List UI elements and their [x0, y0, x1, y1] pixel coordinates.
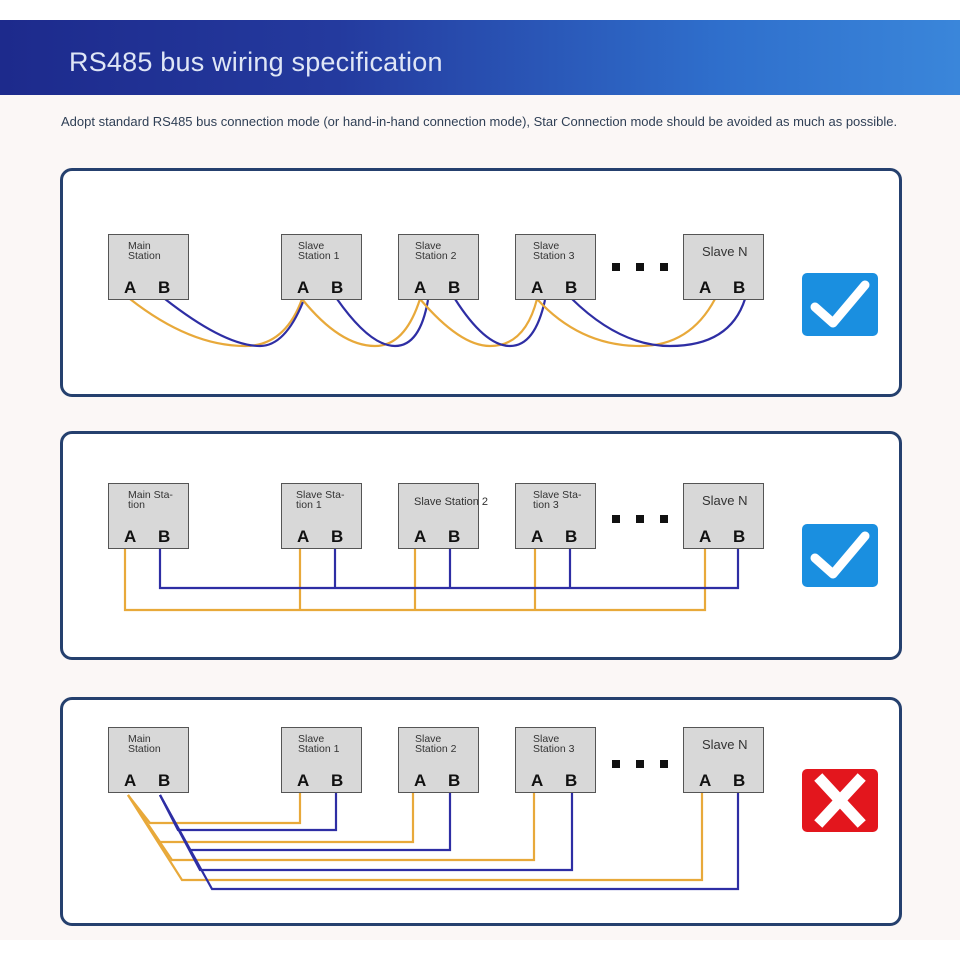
intro-text: Adopt standard RS485 bus connection mode… [61, 114, 898, 129]
header-banner: RS485 bus wiring specification [0, 20, 960, 95]
terminal-b: B [331, 771, 344, 790]
terminal-b: B [733, 278, 746, 297]
slave-station-1: Slave Station 1 A B [281, 234, 362, 300]
check-icon [802, 273, 878, 336]
terminal-a: A [124, 527, 137, 546]
terminal-a: A [414, 278, 427, 297]
ellipsis-dots [612, 263, 672, 271]
slave-station-n: Slave N A B [683, 234, 764, 300]
terminal-b: B [448, 278, 461, 297]
terminal-a: A [531, 527, 544, 546]
terminal-b: B [733, 771, 746, 790]
ellipsis-dots [612, 760, 672, 768]
terminal-a: A [124, 278, 137, 297]
station-label: Slave Station 2 [415, 240, 457, 262]
terminal-a: A [699, 771, 712, 790]
terminal-a: A [414, 527, 427, 546]
slave-station-1: Slave Station 1 A B [281, 727, 362, 793]
station-label: Slave Station 1 [298, 733, 340, 755]
check-icon [802, 524, 878, 587]
terminal-a: A [414, 771, 427, 790]
slave-station-2: Slave Station 2 A B [398, 727, 479, 793]
station-label: Slave Sta- tion 1 [296, 489, 345, 511]
terminal-b: B [448, 771, 461, 790]
slave-station-n: Slave N A B [683, 727, 764, 793]
terminal-b: B [565, 771, 578, 790]
terminal-b: B [565, 527, 578, 546]
station-label: Slave Station 1 [298, 240, 340, 262]
terminal-b: B [158, 771, 171, 790]
terminal-b: B [331, 278, 344, 297]
station-label: Slave Station 2 [414, 496, 488, 508]
station-label: Slave Station 3 [533, 733, 575, 755]
terminal-a: A [699, 527, 712, 546]
main-station: Main Station A B [108, 234, 189, 300]
station-label: Slave Station 3 [533, 240, 575, 262]
slave-station-1: Slave Sta- tion 1 A B [281, 483, 362, 549]
terminal-a: A [297, 527, 310, 546]
slave-station-2: Slave Station 2 A B [398, 234, 479, 300]
station-label: Main Station [128, 240, 161, 262]
terminal-a: A [124, 771, 137, 790]
terminal-a: A [531, 771, 544, 790]
slave-station-2: Slave Station 2 A B [398, 483, 488, 549]
station-label: Slave Station 2 [415, 733, 457, 755]
terminal-b: B [733, 527, 746, 546]
station-label: Main Station [128, 733, 161, 755]
station-label: Slave Sta- tion 3 [533, 489, 582, 511]
terminal-a: A [297, 278, 310, 297]
terminal-a: A [297, 771, 310, 790]
slave-station-3: Slave Station 3 A B [515, 727, 596, 793]
slave-station-3: Slave Sta- tion 3 A B [515, 483, 596, 549]
station-label: Slave N [702, 737, 748, 752]
station-label: Slave N [702, 493, 748, 508]
slave-station-3: Slave Station 3 A B [515, 234, 596, 300]
terminal-b: B [565, 278, 578, 297]
main-station: Main Sta- tion A B [108, 483, 189, 549]
station-label: Main Sta- tion [128, 489, 173, 511]
terminal-b: B [331, 527, 344, 546]
terminal-a: A [699, 278, 712, 297]
cross-icon [802, 769, 878, 832]
main-station: Main Station A B [108, 727, 189, 793]
slave-station-n: Slave N A B [683, 483, 764, 549]
terminal-b: B [448, 527, 461, 546]
ellipsis-dots [612, 515, 672, 523]
terminal-b: B [158, 278, 171, 297]
terminal-a: A [531, 278, 544, 297]
page-title: RS485 bus wiring specification [69, 47, 443, 77]
terminal-b: B [158, 527, 171, 546]
station-label: Slave N [702, 244, 748, 259]
